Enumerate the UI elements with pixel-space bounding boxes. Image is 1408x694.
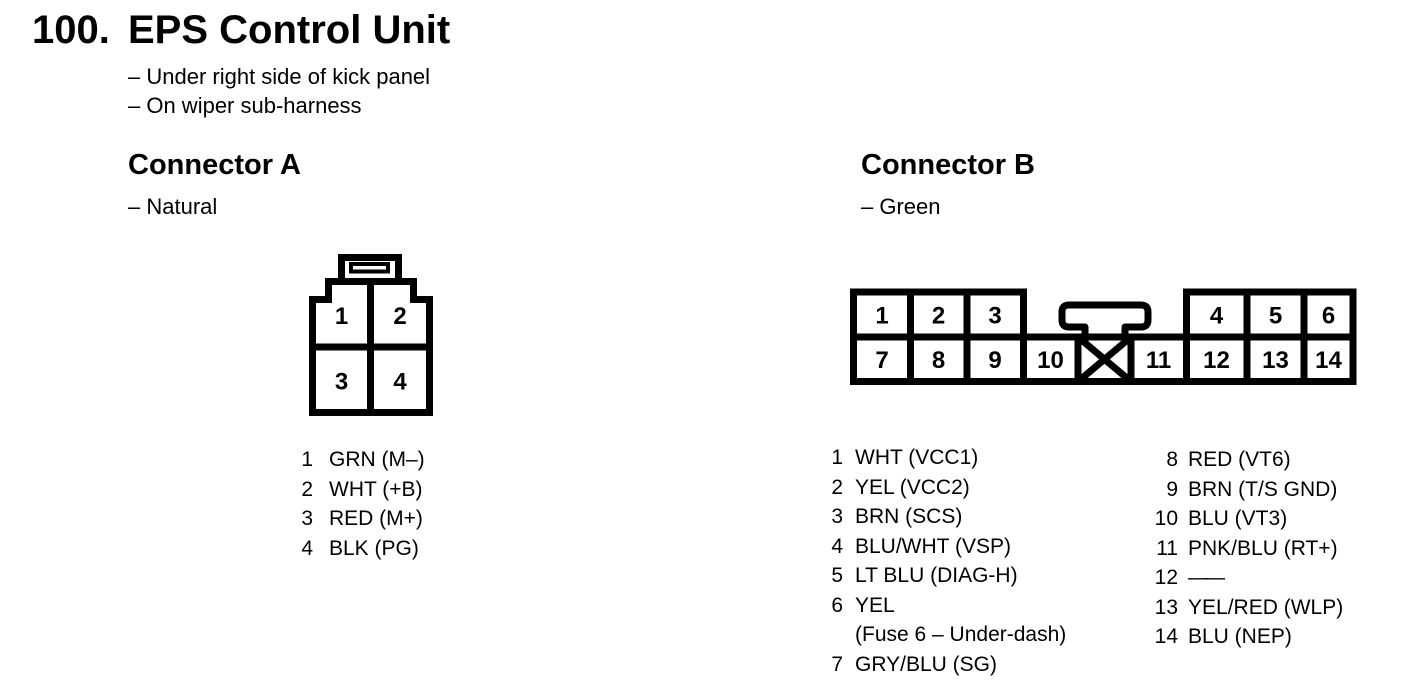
pin-number: 1: [831, 446, 843, 469]
pin-label: BLU (NEP): [1188, 625, 1292, 648]
connector-b-pin-list-right: 8 RED (VT6) 9 BRN (T/S GND) 10 BLU (VT3) 11…: [1152, 445, 1344, 652]
connector-b-top-left-block: [850, 288, 1027, 341]
pin-row: 10 BLU (VT3): [1152, 504, 1343, 534]
diagram-pin-number: 8: [932, 347, 945, 374]
diagram-pin-number: 13: [1262, 347, 1289, 374]
connector-a-pin-list: 1 GRN (M–) 2 WHT (+B) 3 RED (M+) 4 BLK (PG): [299, 445, 425, 564]
diagram-pin-number: 14: [1315, 347, 1342, 374]
pin-number: [830, 620, 843, 650]
pin-row: 5 LT BLU (DIAG-H): [830, 561, 1066, 591]
pin-number: 4: [301, 536, 313, 560]
diagram-pin-number: 9: [988, 347, 1001, 374]
pin-row: 2 WHT (+B): [299, 475, 425, 505]
location-note: – On wiper sub-harness: [128, 93, 362, 118]
connector-b-color-note: – Green: [861, 194, 941, 219]
pin-number: 6: [831, 593, 843, 617]
pin-label: BLU (VT3): [1188, 507, 1288, 530]
diagram-pin-number: 11: [1146, 347, 1171, 374]
connector-b-diagram: 1 2 3 4 5 6 7 8 9 10 11 12 13 14: [850, 288, 1357, 385]
pin-label-no-wire: ——: [1188, 566, 1225, 589]
pin-row-continuation: (Fuse 6 – Under-dash): [830, 620, 1066, 650]
diagram-pin-number: 4: [1210, 303, 1224, 330]
diagram-pin-number: 3: [335, 369, 348, 396]
pin-label: GRY/BLU (SG): [855, 652, 997, 676]
connector-a-latch-slot: [349, 262, 390, 274]
location-notes: – Under right side of kick panel – On wi…: [128, 62, 430, 120]
diagram-pin-number: 12: [1203, 347, 1230, 374]
pin-row: 8 RED (VT6): [1152, 445, 1343, 475]
section-number: 100.: [32, 8, 110, 52]
pin-number: 4: [831, 534, 843, 558]
diagram-pin-number: 7: [875, 347, 888, 374]
pin-label: LT BLU (DIAG-H): [855, 564, 1018, 587]
pin-label: RED (M+): [329, 507, 423, 530]
pin-label: WHT (VCC1): [855, 446, 979, 469]
pin-label: PNK/BLU (RT+): [1188, 536, 1338, 560]
pin-number: 1: [301, 448, 313, 471]
pin-row: 1 GRN (M–): [299, 445, 425, 475]
diagram-pin-number: 1: [335, 303, 348, 330]
connector-a-color-note: – Natural: [128, 194, 218, 219]
diagram-pin-number: 2: [393, 303, 406, 330]
connector-b-pin-list-left: 1 WHT (VCC1) 2 YEL (VCC2) 3 BRN (SCS) 4 BLU/…: [830, 443, 1066, 679]
page-title: EPS Control Unit: [128, 8, 451, 52]
pin-row: 14 BLU (NEP): [1152, 622, 1343, 652]
diagram-pin-number: 6: [1322, 303, 1335, 330]
pin-number: 10: [1154, 507, 1178, 530]
pin-label: (Fuse 6 – Under-dash): [855, 623, 1067, 646]
pin-number: 13: [1154, 595, 1178, 619]
diagram-pin-number: 3: [988, 303, 1001, 330]
pin-label: RED (VT6): [1188, 448, 1291, 471]
pin-number: 8: [1166, 448, 1178, 471]
connector-b-latch-tab: [1058, 301, 1152, 341]
pin-number: 7: [831, 652, 843, 676]
pin-row: 12 ——: [1152, 563, 1343, 593]
pin-row: 4 BLU/WHT (VSP): [830, 532, 1066, 562]
pin-label: GRN (M–): [329, 448, 425, 471]
connector-a-heading: Connector A: [128, 149, 301, 181]
pin-label: BLU/WHT (VSP): [855, 534, 1011, 558]
pin-row: 3 BRN (SCS): [830, 502, 1066, 532]
pin-row: 4 BLK (PG): [299, 534, 425, 564]
pin-row: 6 YEL: [830, 591, 1066, 621]
pin-number: 12: [1154, 566, 1178, 589]
pin-number: 2: [831, 475, 843, 499]
pin-row: 2 YEL (VCC2): [830, 473, 1066, 503]
pin-row: 1 WHT (VCC1): [830, 443, 1066, 473]
pin-label: BLK (PG): [329, 536, 419, 560]
pin-number: 2: [301, 477, 313, 501]
pin-row: 9 BRN (T/S GND): [1152, 475, 1343, 505]
pin-number: 11: [1156, 536, 1178, 560]
pin-label: YEL/RED (WLP): [1188, 595, 1344, 619]
pin-number: 9: [1166, 477, 1178, 501]
connector-b-top-right-block: [1183, 288, 1357, 341]
pin-row: 7 GRY/BLU (SG): [830, 650, 1066, 680]
diagram-pin-number: 5: [1269, 303, 1282, 330]
pin-row: 3 RED (M+): [299, 504, 425, 534]
connector-b-heading: Connector B: [861, 149, 1035, 181]
connector-b-bottom-row: [850, 333, 1357, 385]
connector-a-diagram: 1 2 3 4: [309, 254, 433, 416]
pin-label: BRN (T/S GND): [1188, 477, 1338, 501]
location-note: – Under right side of kick panel: [128, 64, 431, 89]
pin-number: 3: [831, 505, 843, 528]
diagram-pin-number: 2: [932, 303, 945, 330]
pin-label: YEL (VCC2): [855, 475, 970, 499]
pin-label: YEL: [855, 593, 895, 617]
pin-number: 5: [831, 564, 843, 587]
diagram-pin-number: 10: [1037, 347, 1064, 374]
diagram-pin-number: 4: [393, 369, 407, 396]
pin-label: WHT (+B): [329, 477, 423, 501]
blocked-cell-cross: [1075, 334, 1134, 385]
pin-row: 11 PNK/BLU (RT+): [1152, 534, 1343, 564]
pin-label: BRN (SCS): [855, 505, 963, 528]
diagram-pin-number: 1: [875, 303, 888, 330]
pin-row: 13 YEL/RED (WLP): [1152, 593, 1344, 623]
pin-number: 3: [301, 507, 313, 530]
pin-number: 14: [1154, 625, 1178, 648]
